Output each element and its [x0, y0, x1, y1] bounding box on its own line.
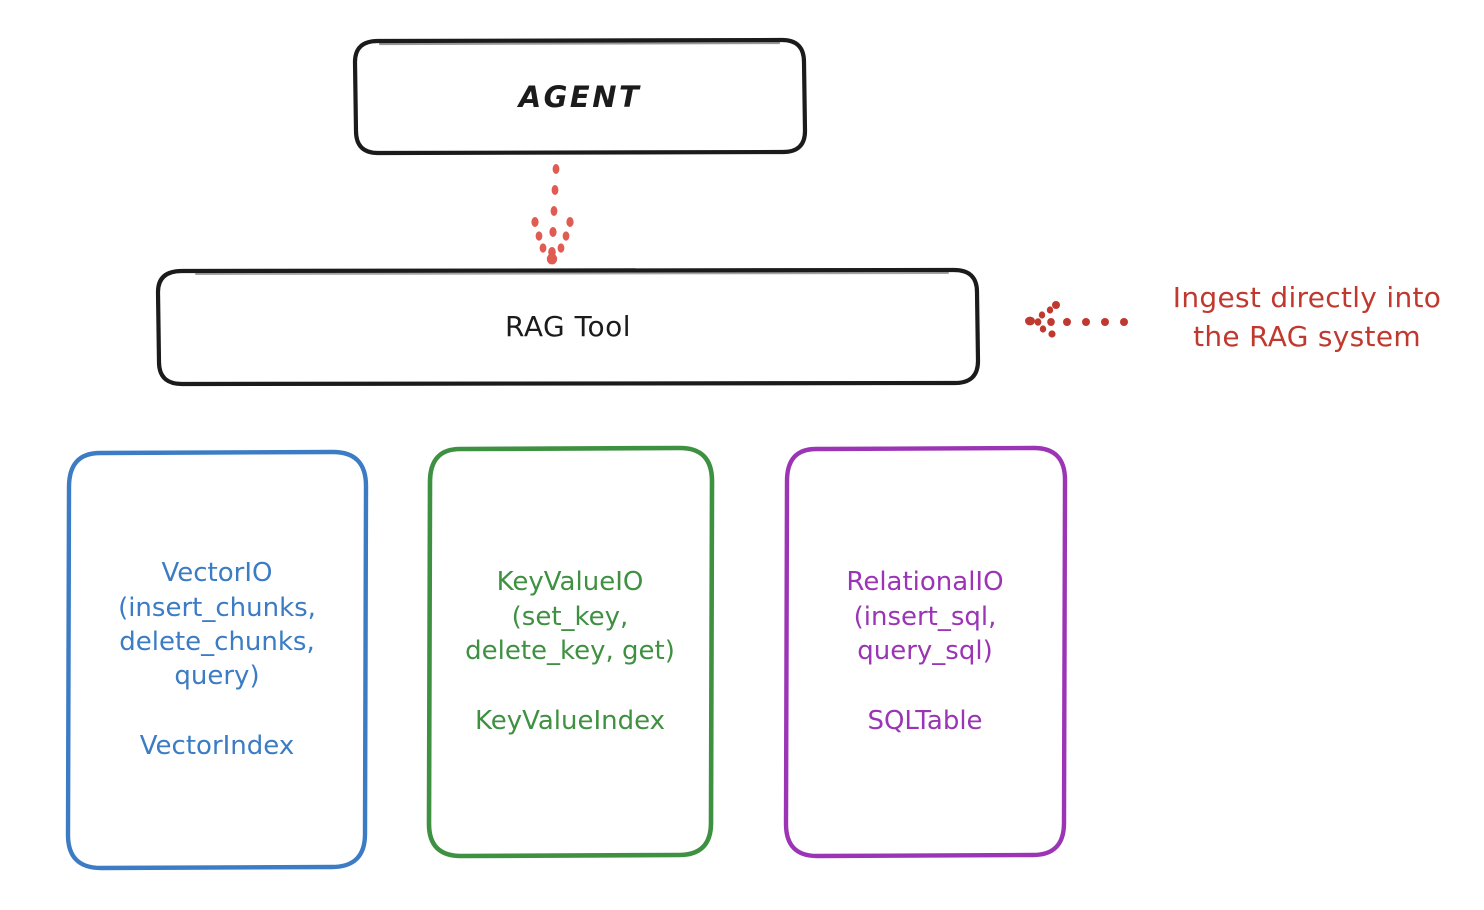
sql-table-label: SQLTable	[867, 706, 983, 737]
vector-box-outline	[65, 449, 369, 871]
key-value-io-title: KeyValueIO (set_key, delete_key, get)	[465, 567, 675, 666]
ingest-annotation-text: Ingest directly into the RAG system	[1172, 281, 1442, 353]
agent-to-rag-connector	[531, 164, 574, 265]
key-value-io-node[interactable]: KeyValueIO (set_key, delete_key, get) Ke…	[428, 448, 712, 856]
agent-label: AGENT	[518, 79, 642, 114]
keyvalue-box-outline	[426, 445, 715, 859]
key-value-index-label: KeyValueIndex	[474, 706, 666, 737]
agent-box-outline	[352, 37, 808, 156]
relational-io-title: RelationalIO (insert_sql, query_sql)	[846, 567, 1004, 666]
rag-tool-node[interactable]: RAG Tool	[158, 270, 978, 383]
ingest-arrow-connector	[1025, 301, 1128, 338]
vector-index-label: VectorIndex	[139, 731, 295, 762]
relational-box-outline	[783, 445, 1068, 859]
vector-io-title: VectorIO (insert_chunks, delete_chunks, …	[118, 558, 316, 692]
agent-node[interactable]: AGENT	[355, 40, 805, 153]
rag-tool-label: RAG Tool	[505, 310, 631, 343]
relational-io-node[interactable]: RelationalIO (insert_sql, query_sql) SQL…	[785, 448, 1065, 856]
rag-tool-box-outline	[155, 267, 981, 387]
vector-io-node[interactable]: VectorIO (insert_chunks, delete_chunks, …	[68, 452, 366, 868]
